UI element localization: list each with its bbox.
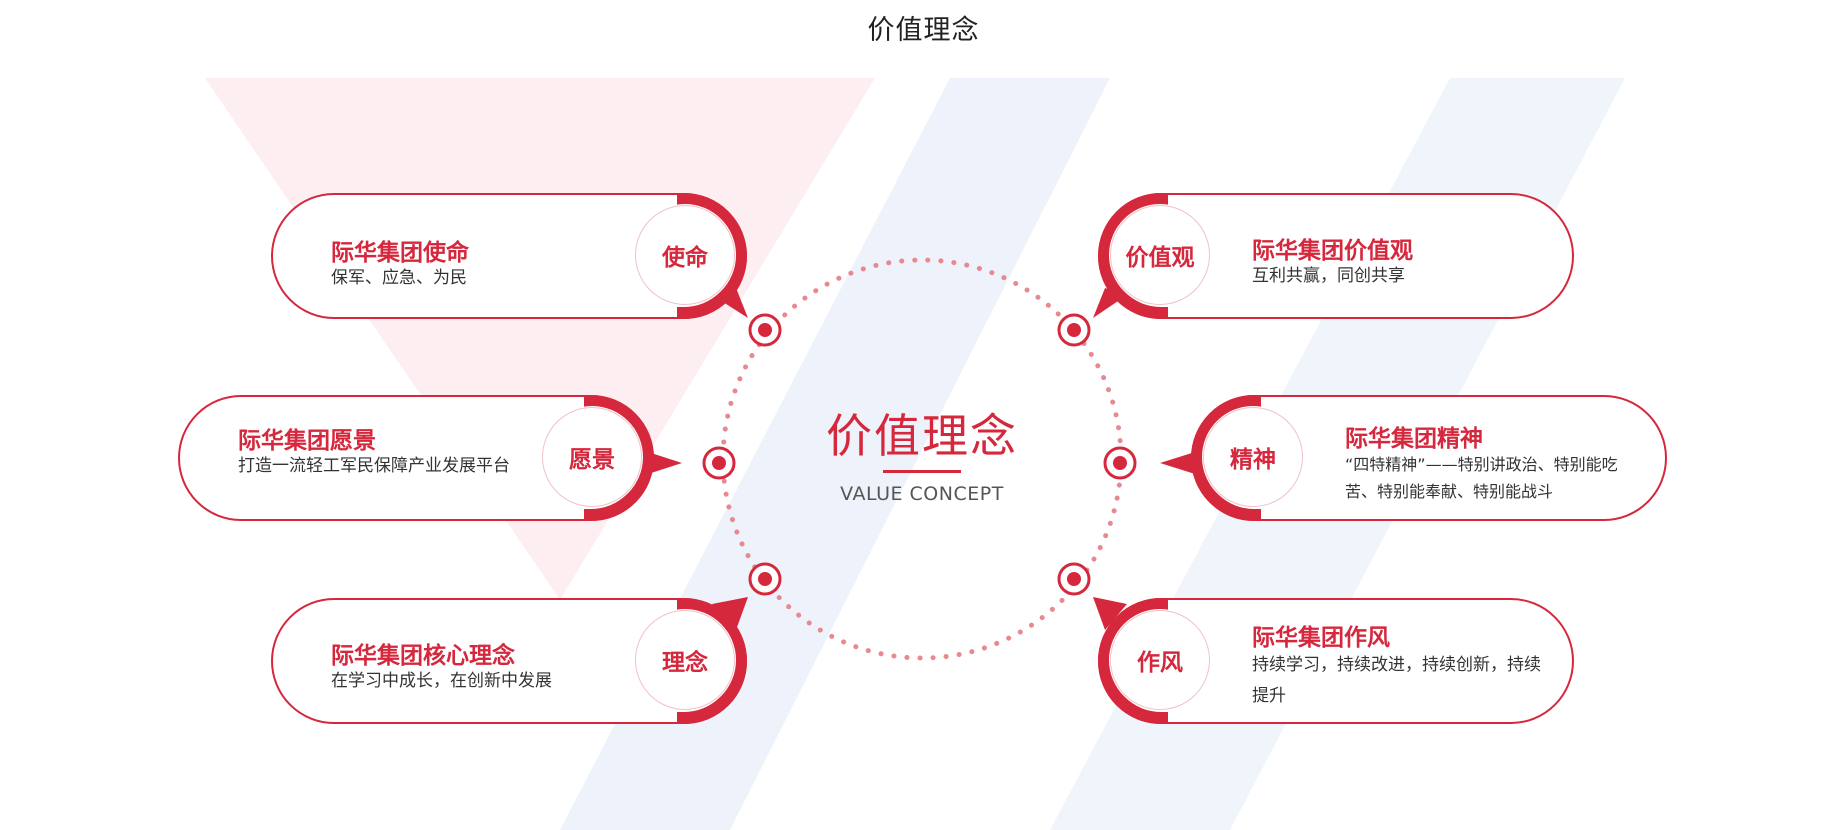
node-marker-spirit xyxy=(1103,446,1137,480)
card-spirit: 精神 际华集团精神 “四特精神”——特别讲政治、特别能吃苦、特别能奉献、特别能战… xyxy=(1191,395,1667,521)
card-title: 际华集团核心理念 xyxy=(331,643,515,669)
card-description: “四特精神”——特别讲政治、特别能吃苦、特别能奉献、特别能战斗 xyxy=(1345,455,1618,501)
card-vision: 际华集团愿景 打造一流轻工军民保障产业发展平台 愿景 xyxy=(178,395,654,521)
card-title: 际华集团作风 xyxy=(1252,625,1390,651)
card-title: 际华集团愿景 xyxy=(238,428,376,454)
node-marker-values xyxy=(1057,313,1091,347)
card-concept: 际华集团核心理念 在学习中成长，在创新中发展 理念 xyxy=(271,598,747,724)
card-values: 价值观 际华集团价值观 互利共赢，同创共享 xyxy=(1098,193,1574,319)
card-badge: 使命 xyxy=(635,205,735,305)
card-title: 际华集团价值观 xyxy=(1252,238,1413,264)
node-marker-concept xyxy=(748,562,782,596)
card-badge: 愿景 xyxy=(542,407,642,507)
card-badge: 作风 xyxy=(1110,610,1210,710)
node-marker-style xyxy=(1057,562,1091,596)
card-title: 际华集团精神 xyxy=(1345,426,1483,452)
card-description: 在学习中成长，在创新中发展 xyxy=(331,671,552,691)
card-badge: 价值观 xyxy=(1110,205,1210,305)
card-title: 际华集团使命 xyxy=(331,240,469,266)
node-marker-mission xyxy=(748,313,782,347)
card-description: 持续学习，持续改进，持续创新，持续提升 xyxy=(1252,655,1541,706)
card-badge: 理念 xyxy=(635,610,735,710)
center-underline xyxy=(883,470,961,473)
pointer-spirit xyxy=(1160,452,1195,474)
pointer-style xyxy=(1093,597,1127,630)
card-description: 打造一流轻工军民保障产业发展平台 xyxy=(238,456,510,476)
card-style: 作风 际华集团作风 持续学习，持续改进，持续创新，持续提升 xyxy=(1098,598,1574,724)
page-title: 价值理念 xyxy=(867,15,980,46)
center-title: 价值理念 xyxy=(826,409,1018,463)
center-subtitle: VALUE CONCEPT xyxy=(840,483,1004,505)
card-badge: 精神 xyxy=(1203,407,1303,507)
card-description: 保军、应急、为民 xyxy=(331,268,467,288)
node-marker-vision xyxy=(702,446,736,480)
pointer-concept xyxy=(712,597,748,630)
pointer-vision xyxy=(648,452,682,474)
center-label: 价值理念 VALUE CONCEPT xyxy=(807,408,1037,505)
card-mission: 际华集团使命 保军、应急、为民 使命 xyxy=(271,193,747,319)
card-description: 互利共赢，同创共享 xyxy=(1252,266,1405,286)
